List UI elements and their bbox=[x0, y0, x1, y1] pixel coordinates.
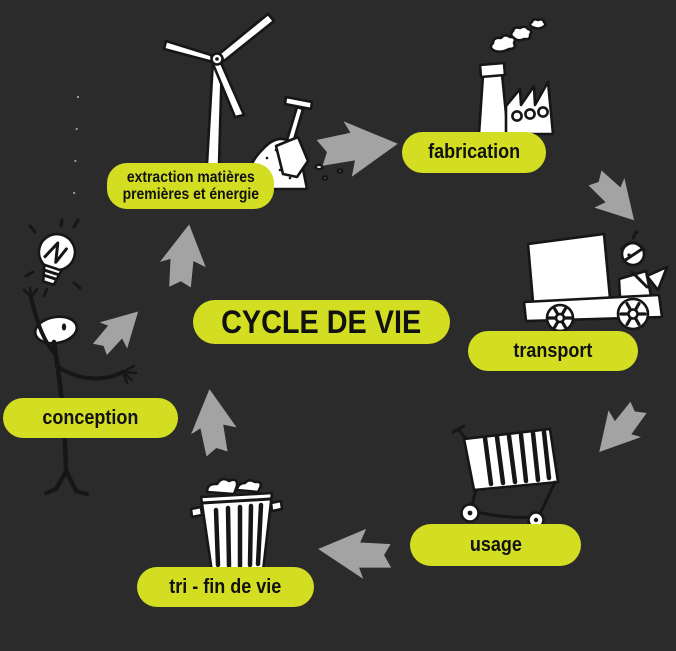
stage-label-fabrication: fabrication bbox=[402, 132, 546, 173]
diagram-title-text: CYCLE DE VIE bbox=[221, 303, 422, 340]
stage-label-extraction-line2: premières et énergie bbox=[122, 186, 259, 203]
arrow-tri-to-conception-icon bbox=[191, 389, 237, 457]
stage-label-transport: transport bbox=[468, 331, 638, 371]
stage-label-extraction-line1: extraction matières bbox=[126, 168, 255, 186]
arrow-conception-to-extraction-upper-icon bbox=[159, 224, 206, 288]
shopping-cart-icon bbox=[451, 424, 560, 529]
truck-icon bbox=[522, 230, 669, 333]
trash-bin-icon bbox=[189, 477, 284, 574]
stick-figure-lightbulb-icon bbox=[22, 95, 138, 496]
diagram-title: CYCLE DE VIE bbox=[193, 300, 450, 344]
arrow-transport-to-usage-icon bbox=[599, 401, 647, 453]
arrow-fabrication-to-transport-icon bbox=[588, 170, 635, 221]
arrow-extraction-to-fabrication-icon bbox=[316, 121, 398, 177]
stage-label-usage: usage bbox=[410, 524, 581, 566]
stage-label-conception: conception bbox=[3, 398, 178, 438]
stage-label-tri-fin-de-vie: tri - fin de vie bbox=[137, 567, 314, 607]
arrow-usage-to-tri-icon bbox=[318, 528, 392, 579]
stage-label-extraction: extraction matières premières et énergie bbox=[107, 163, 274, 209]
arrow-conception-to-extraction-lower-icon bbox=[92, 311, 139, 355]
factory-icon bbox=[477, 18, 555, 136]
